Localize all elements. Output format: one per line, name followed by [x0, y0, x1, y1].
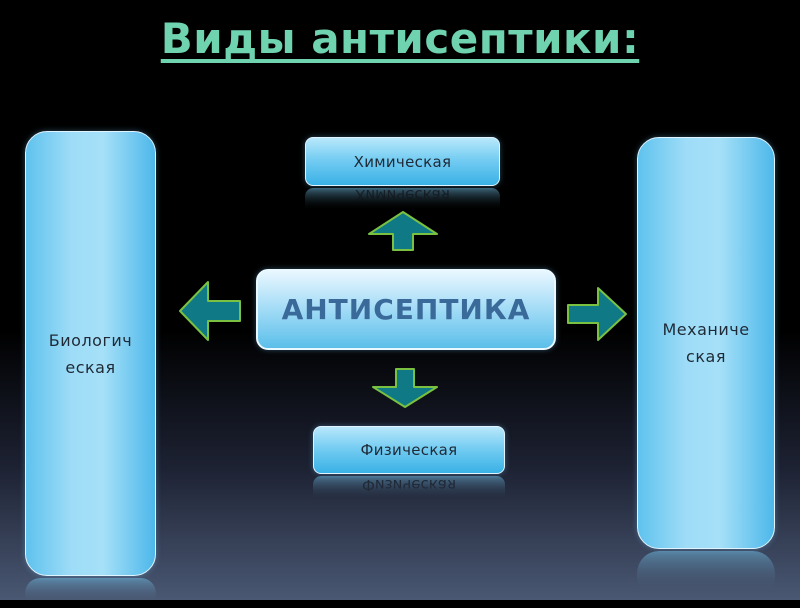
box-biological-line1: Биологич — [48, 330, 133, 350]
page-title: Виды антисептики: — [160, 14, 640, 63]
box-physical-reflection-text: Физическая — [362, 476, 456, 494]
box-physical-reflection: Физическая — [313, 476, 505, 504]
arrow-up-icon — [368, 211, 438, 251]
box-biological-line2: еская — [65, 357, 116, 377]
box-antiseptics: АНТИСЕПТИКА — [256, 269, 556, 350]
arrow-down-icon — [372, 368, 438, 408]
box-mechanical-reflection — [637, 551, 775, 599]
box-mechanical-label: Механиче ская — [662, 316, 749, 370]
arrow-right-icon — [567, 287, 627, 341]
box-mechanical-line1: Механиче — [662, 320, 750, 339]
box-mechanical-line2: ская — [686, 347, 726, 366]
box-biological: Биологич еская — [25, 131, 156, 576]
box-biological-reflection — [25, 578, 156, 608]
arrow-left-icon — [179, 281, 241, 341]
box-biological-label: Биологич еская — [49, 327, 132, 381]
box-physical: Физическая — [313, 426, 505, 474]
box-chemical: Химическая — [305, 137, 500, 186]
box-mechanical: Механиче ская — [637, 137, 775, 549]
